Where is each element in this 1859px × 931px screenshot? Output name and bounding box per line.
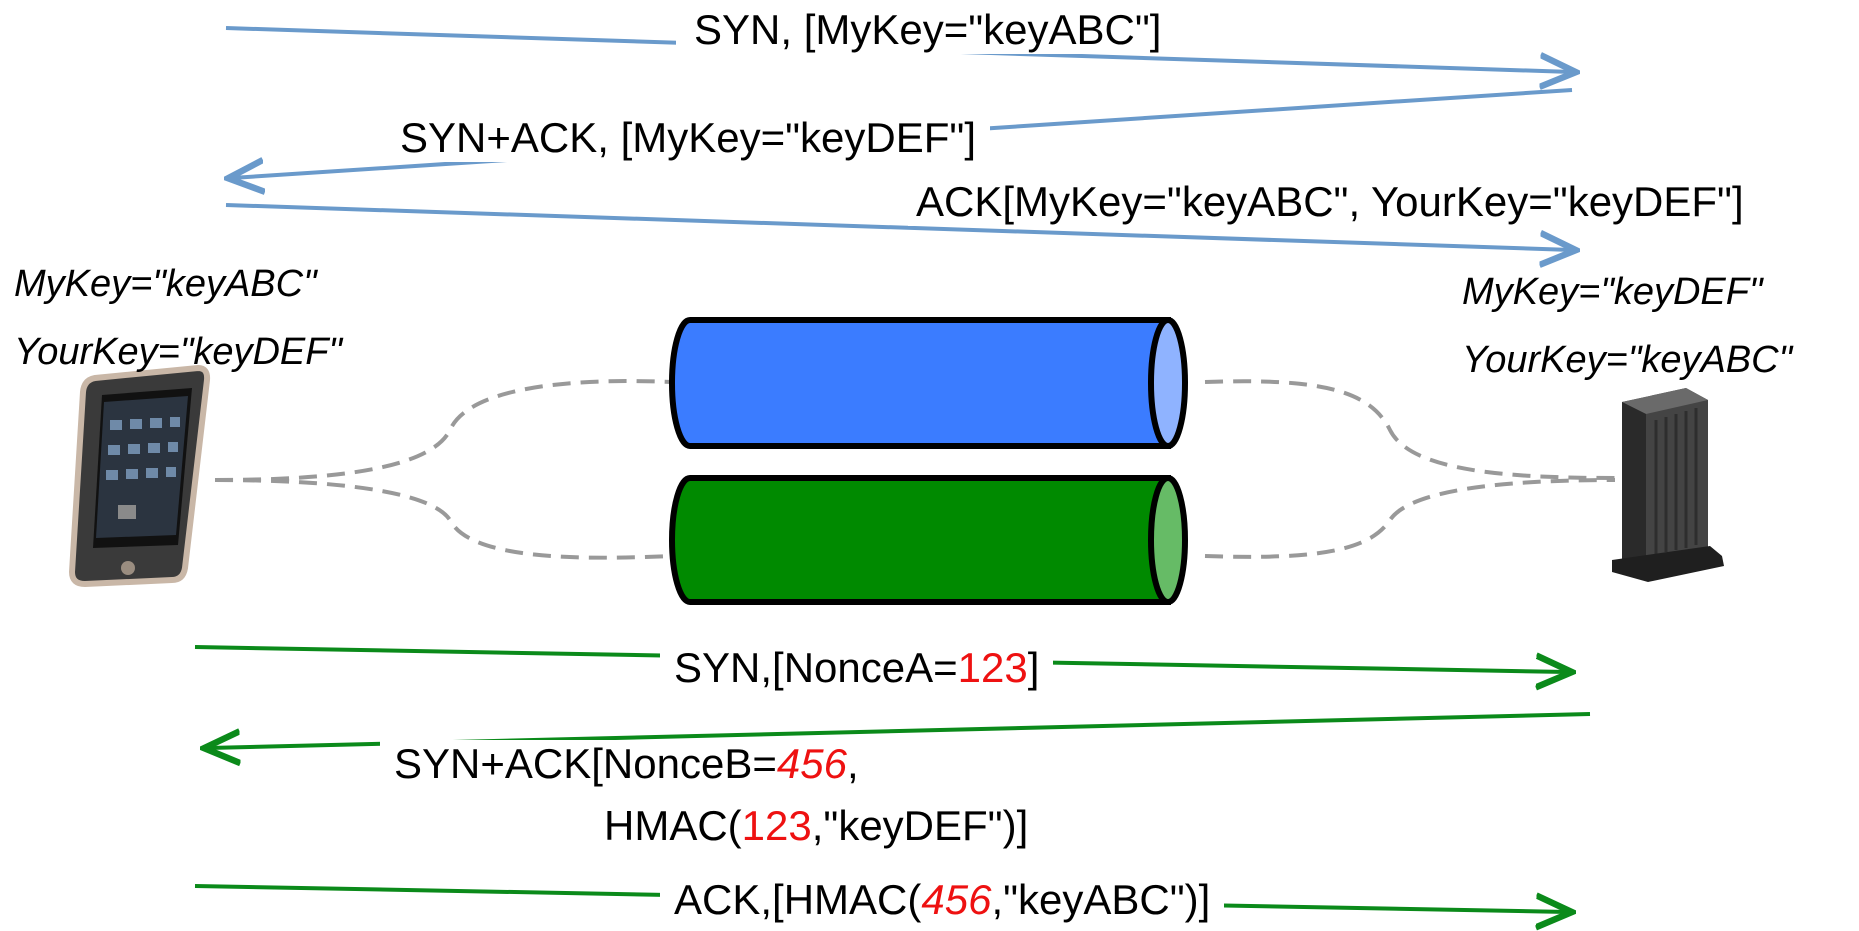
nonce-syn-ack-line2: HMAC(123,"keyDEF")] [600, 802, 1033, 850]
syn-ack-message: SYN+ACK, [MyKey="keyDEF"] [386, 114, 990, 162]
dashed-link-phone-upper [214, 379, 673, 482]
syn-message: SYN, [MyKey="keyABC"] [676, 6, 1180, 54]
tunnel-green [669, 475, 1188, 605]
ack-hmac-prefix: ACK,[HMAC( [674, 876, 922, 923]
dashed-link-server-lower [1204, 478, 1616, 559]
hmac-key-def: ,"keyDEF")] [811, 802, 1029, 849]
nonce-syn-message: SYN,[NonceA=123] [660, 644, 1054, 692]
tunnel-blue [669, 317, 1188, 449]
hmac-nonce-a: 123 [741, 802, 812, 849]
ack-message: ACK[MyKey="keyABC", YourKey="keyDEF"] [908, 178, 1752, 226]
dashed-link-server-upper [1204, 379, 1616, 480]
dashed-link-phone-lower [214, 478, 673, 560]
smartphone-icon [68, 364, 211, 588]
server-yourkey: YourKey="keyABC" [1462, 339, 1793, 381]
nonce-syn-ack-line1: SYN+ACK[NonceB=456, [380, 740, 873, 788]
ack-hmac-key-abc: ,"keyABC")] [991, 876, 1211, 923]
hmac-prefix: HMAC( [604, 802, 742, 849]
client-mykey: MyKey="keyABC" [14, 263, 317, 305]
tower-server-icon [1612, 388, 1724, 582]
nonce-syn-prefix: SYN,[NonceA= [674, 644, 958, 691]
nonce-a-value: 123 [957, 644, 1028, 691]
nonce-syn-suffix: ] [1027, 644, 1040, 691]
client-yourkey: YourKey="keyDEF" [14, 331, 342, 373]
ack-arrow-blue [225, 203, 1572, 250]
nonce-syn-ack-comma: , [846, 740, 859, 787]
nonce-ack-message: ACK,[HMAC(456,"keyABC")] [660, 876, 1225, 924]
nonce-syn-ack-prefix: SYN+ACK[NonceB= [394, 740, 777, 787]
nonce-b-value: 456 [776, 740, 847, 787]
ack-hmac-nonce-b: 456 [921, 876, 992, 923]
server-mykey: MyKey="keyDEF" [1462, 271, 1763, 313]
